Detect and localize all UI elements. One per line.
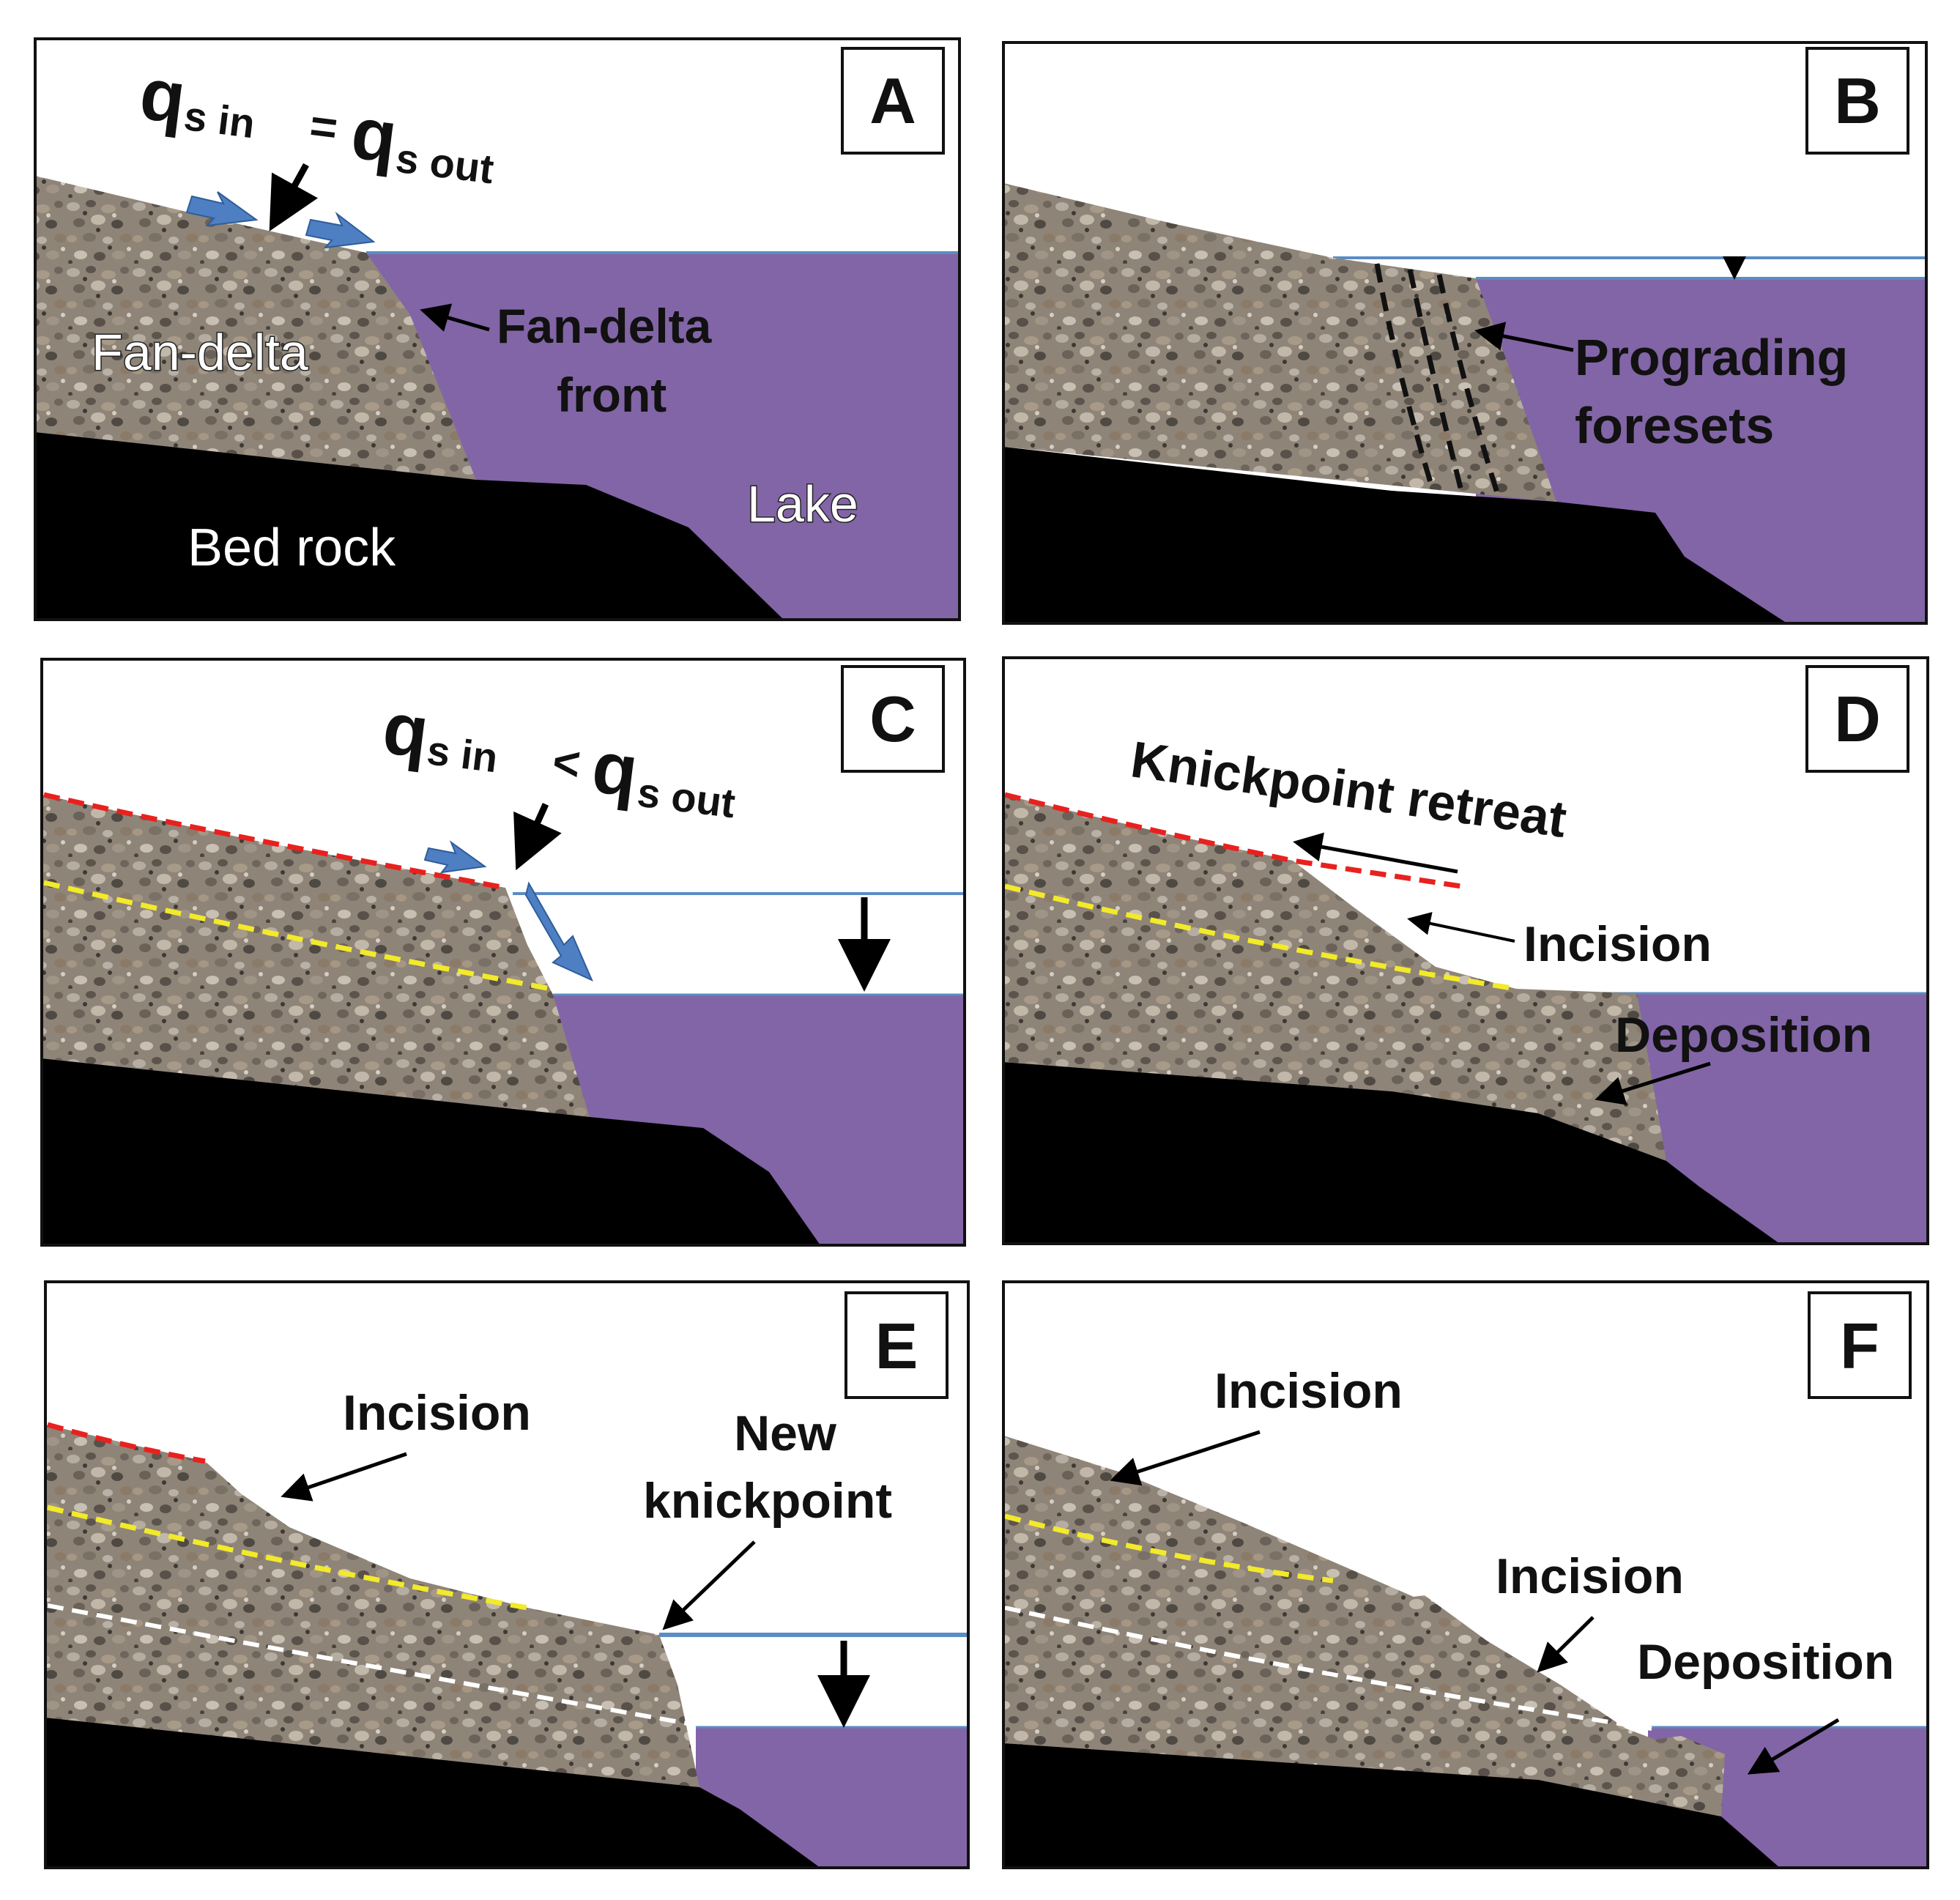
- fan-delta-body: [1003, 1436, 1725, 1816]
- fan-delta-body: [1003, 183, 1556, 502]
- former-surface-red-dashed: [1004, 792, 1462, 889]
- knickpoint-retreat-arrow: [1293, 832, 1458, 874]
- flux-pointer-arrow: [269, 163, 319, 231]
- panel-letter-box: [1805, 665, 1909, 773]
- fan-delta-front-label-2: front: [557, 368, 667, 422]
- flow-arrow-out: [524, 881, 593, 981]
- flow-arrow-in: [185, 191, 259, 227]
- flux-less-than: <: [550, 735, 584, 790]
- incision-lower-label: Incision: [1496, 1548, 1684, 1604]
- flux-q-in: q: [379, 687, 433, 774]
- flux-pointer-arrow: [513, 803, 562, 871]
- panel-letter: B: [1834, 64, 1881, 137]
- incision-pointer-arrow: [1407, 912, 1515, 943]
- flow-arrow-in: [423, 840, 487, 874]
- panel-d: Knickpoint retreat Incision Deposition D: [1002, 656, 1929, 1245]
- panel-letter: E: [875, 1310, 918, 1382]
- flux-equation: q s in = q s out: [136, 53, 496, 193]
- flux-q-out: q: [347, 92, 401, 179]
- fan-delta-front-label-1: Fan-delta: [497, 299, 713, 353]
- incision-label: Incision: [1523, 916, 1712, 972]
- bedrock: [45, 1718, 820, 1868]
- former-surface-red-dashed: [43, 792, 506, 891]
- incision-lower-pointer-arrow: [1537, 1616, 1595, 1673]
- deposition-label: Deposition: [1615, 1007, 1872, 1063]
- panel-b: Prograding foresets B: [1002, 41, 1928, 625]
- deposition-pointer-arrow: [1595, 1061, 1711, 1105]
- surface-white-dashed: [1004, 1606, 1652, 1731]
- panel-letter: C: [869, 683, 916, 755]
- fan-delta-body: [45, 1425, 699, 1787]
- flow-arrow-out: [305, 211, 376, 249]
- flux-q-in: q: [136, 53, 190, 140]
- new-knickpoint-label-1: New: [734, 1406, 837, 1461]
- panel-letter: F: [1840, 1310, 1879, 1382]
- bedrock: [1003, 1743, 1780, 1868]
- fan-delta-body: [42, 795, 590, 1117]
- front-pointer-arrow: [420, 303, 490, 332]
- surface-white-dashed: [47, 1603, 697, 1727]
- bedrock: [1003, 1062, 1780, 1244]
- prograding-label-2: foresets: [1575, 397, 1774, 454]
- surface-yellow-dashed: [1004, 1513, 1334, 1584]
- surface-yellow-dashed: [1004, 883, 1517, 992]
- panel-letter-box: [844, 1291, 949, 1399]
- bedrock: [1003, 447, 1787, 623]
- panel-c: q s in < q s out C: [40, 658, 966, 1247]
- fan-delta-label: Fan-delta: [92, 324, 308, 381]
- former-surface-red-dashed: [47, 1422, 206, 1464]
- panel-letter-box: [841, 665, 945, 773]
- incision-upper-label: Incision: [1214, 1363, 1403, 1419]
- incision-label: Incision: [343, 1385, 531, 1441]
- surface-yellow-dashed: [43, 880, 552, 992]
- incision-upper-pointer-arrow: [1110, 1430, 1261, 1486]
- flux-sub-in: s in: [182, 92, 257, 146]
- bedrock: [35, 432, 784, 620]
- deposition-label: Deposition: [1637, 1634, 1894, 1690]
- fan-delta-body: [1003, 795, 1666, 1161]
- panel-letter: A: [869, 64, 916, 137]
- panel-letter-box: [841, 47, 945, 155]
- panel-e: Incision New knickpoint E: [44, 1280, 970, 1869]
- deposition-pointer-arrow: [1747, 1718, 1840, 1775]
- foresets-pointer-arrow: [1474, 322, 1574, 352]
- new-knickpoint-label-2: knickpoint: [643, 1473, 892, 1529]
- bedrock-label: Bed rock: [188, 519, 396, 577]
- incision-pointer-arrow: [281, 1452, 407, 1502]
- new-knickpoint-pointer-arrow: [662, 1540, 756, 1630]
- flux-q-out: q: [588, 726, 642, 813]
- fan-delta-body: [35, 176, 476, 480]
- prograding-label-1: Prograding: [1575, 329, 1848, 386]
- flux-sub-in: s in: [425, 727, 500, 781]
- bedrock: [42, 1058, 820, 1245]
- panel-letter-box: [1808, 1291, 1912, 1399]
- flux-equals: =: [307, 99, 341, 155]
- panel-letter-box: [1805, 47, 1909, 155]
- panel-f: Incision Incision Deposition F: [1002, 1280, 1929, 1869]
- lake-label: Lake: [747, 475, 858, 532]
- panel-letter: D: [1834, 683, 1881, 755]
- panel-a: q s in = q s out Fan-delta Fan-delta fro…: [34, 37, 961, 621]
